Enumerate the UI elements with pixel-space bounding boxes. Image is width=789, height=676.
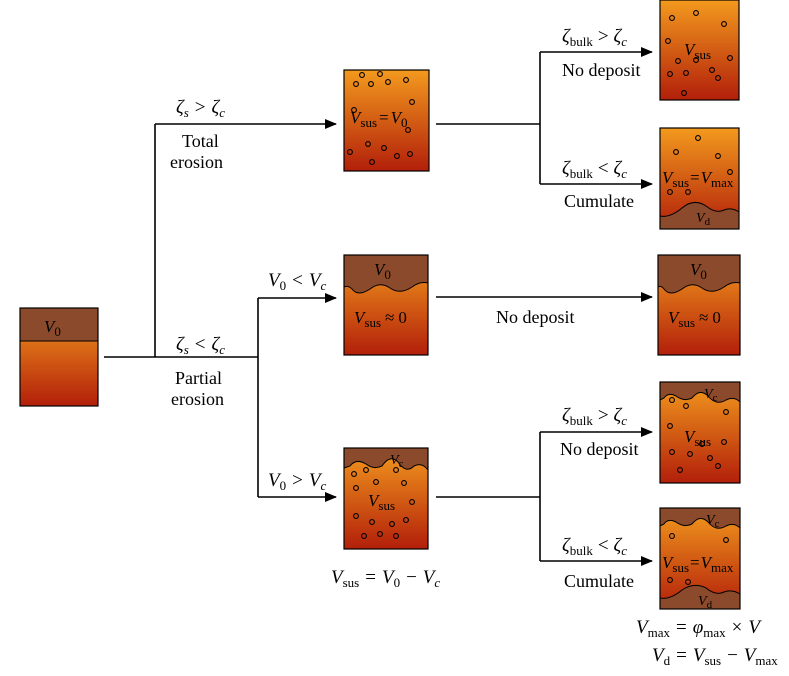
box-partial-v0-less-result-top-label: V0: [690, 260, 707, 282]
condition-v0-greater-vc: V0>Vc: [268, 470, 326, 493]
box-initial-label: V0: [44, 317, 61, 339]
condition-bulk-greater-top: ζbulk>ζc: [562, 26, 627, 49]
condition-bulk-greater-bottom: ζbulk>ζc: [562, 405, 627, 428]
equation-vmax: Vmax=φmax×V: [636, 617, 762, 640]
box-total-no-deposit: Vsus: [659, 0, 740, 101]
label-cumulate-top: Cumulate: [564, 191, 634, 211]
box-initial: V0: [19, 307, 99, 407]
deposit-bed: [659, 584, 741, 610]
box-total-erosion: Vsus=V0: [343, 69, 430, 172]
box-partial-cumulate-top-label: Vc: [706, 513, 720, 530]
box-total-cumulate-label: Vsus=Vmax: [662, 168, 734, 190]
equation-vd: Vd=Vsus−Vmax: [652, 645, 778, 668]
box-partial-no-deposit-label: Vsus: [684, 427, 711, 449]
label-partial: Partial: [175, 368, 222, 388]
box-partial-no-deposit: Vc Vsus: [659, 381, 741, 484]
remaining-bed: [343, 447, 429, 472]
condition-bulk-less-bottom: ζbulk<ζc: [562, 535, 627, 558]
box-partial-v0-less-top-label: V0: [374, 260, 391, 282]
box-partial-v0-less: V0 Vsus≈0: [343, 254, 429, 356]
label-no-deposit-middle: No deposit: [496, 307, 575, 327]
box-partial-v0-greater: Vc Vsus: [343, 447, 429, 550]
label-total: Total: [182, 131, 219, 151]
connectors: [104, 47, 653, 566]
condition-total-erosion: ζs>ζc: [176, 97, 225, 120]
label-no-deposit-top: No deposit: [562, 60, 641, 80]
box-partial-cumulate-deposit-label: Vd: [698, 594, 713, 611]
remaining-bed: [657, 254, 741, 294]
condition-bulk-less-top: ζbulk<ζc: [562, 158, 627, 181]
box-partial-cumulate-label: Vsus=Vmax: [662, 553, 734, 575]
label-total-erosion: erosion: [170, 152, 223, 172]
condition-partial-erosion: ζs<ζc: [176, 334, 225, 357]
box-partial-no-deposit-top-label: Vc: [704, 387, 718, 404]
remaining-bed: [659, 507, 741, 530]
box-total-cumulate-deposit-label: Vd: [696, 211, 711, 228]
box-partial-cumulate: Vc Vsus=Vmax Vd: [659, 507, 741, 611]
box-total-no-deposit-label: Vsus: [684, 40, 711, 62]
box-partial-v0-less-result: V0 Vsus≈0: [657, 254, 741, 356]
condition-v0-less-vc: V0<Vc: [268, 270, 326, 293]
box-total-erosion-label: Vsus=V0: [350, 108, 408, 130]
box-initial-bed: [20, 308, 98, 341]
box-partial-v0-less-label: Vsus≈0: [354, 308, 407, 330]
box-partial-v0-greater-top-label: Vc: [390, 453, 404, 470]
deposit-bed: [659, 202, 740, 230]
equation-vsus: Vsus=V0−Vc: [331, 567, 440, 590]
box-partial-v0-less-result-label: Vsus≈0: [668, 308, 721, 330]
box-total-cumulate: Vsus=Vmax Vd: [659, 127, 740, 230]
remaining-bed: [343, 254, 429, 294]
label-no-deposit-bottom: No deposit: [560, 439, 639, 459]
remaining-bed: [659, 381, 741, 404]
label-partial-erosion: erosion: [171, 389, 224, 409]
box-partial-v0-greater-label: Vsus: [368, 491, 395, 513]
label-cumulate-bottom: Cumulate: [564, 571, 634, 591]
